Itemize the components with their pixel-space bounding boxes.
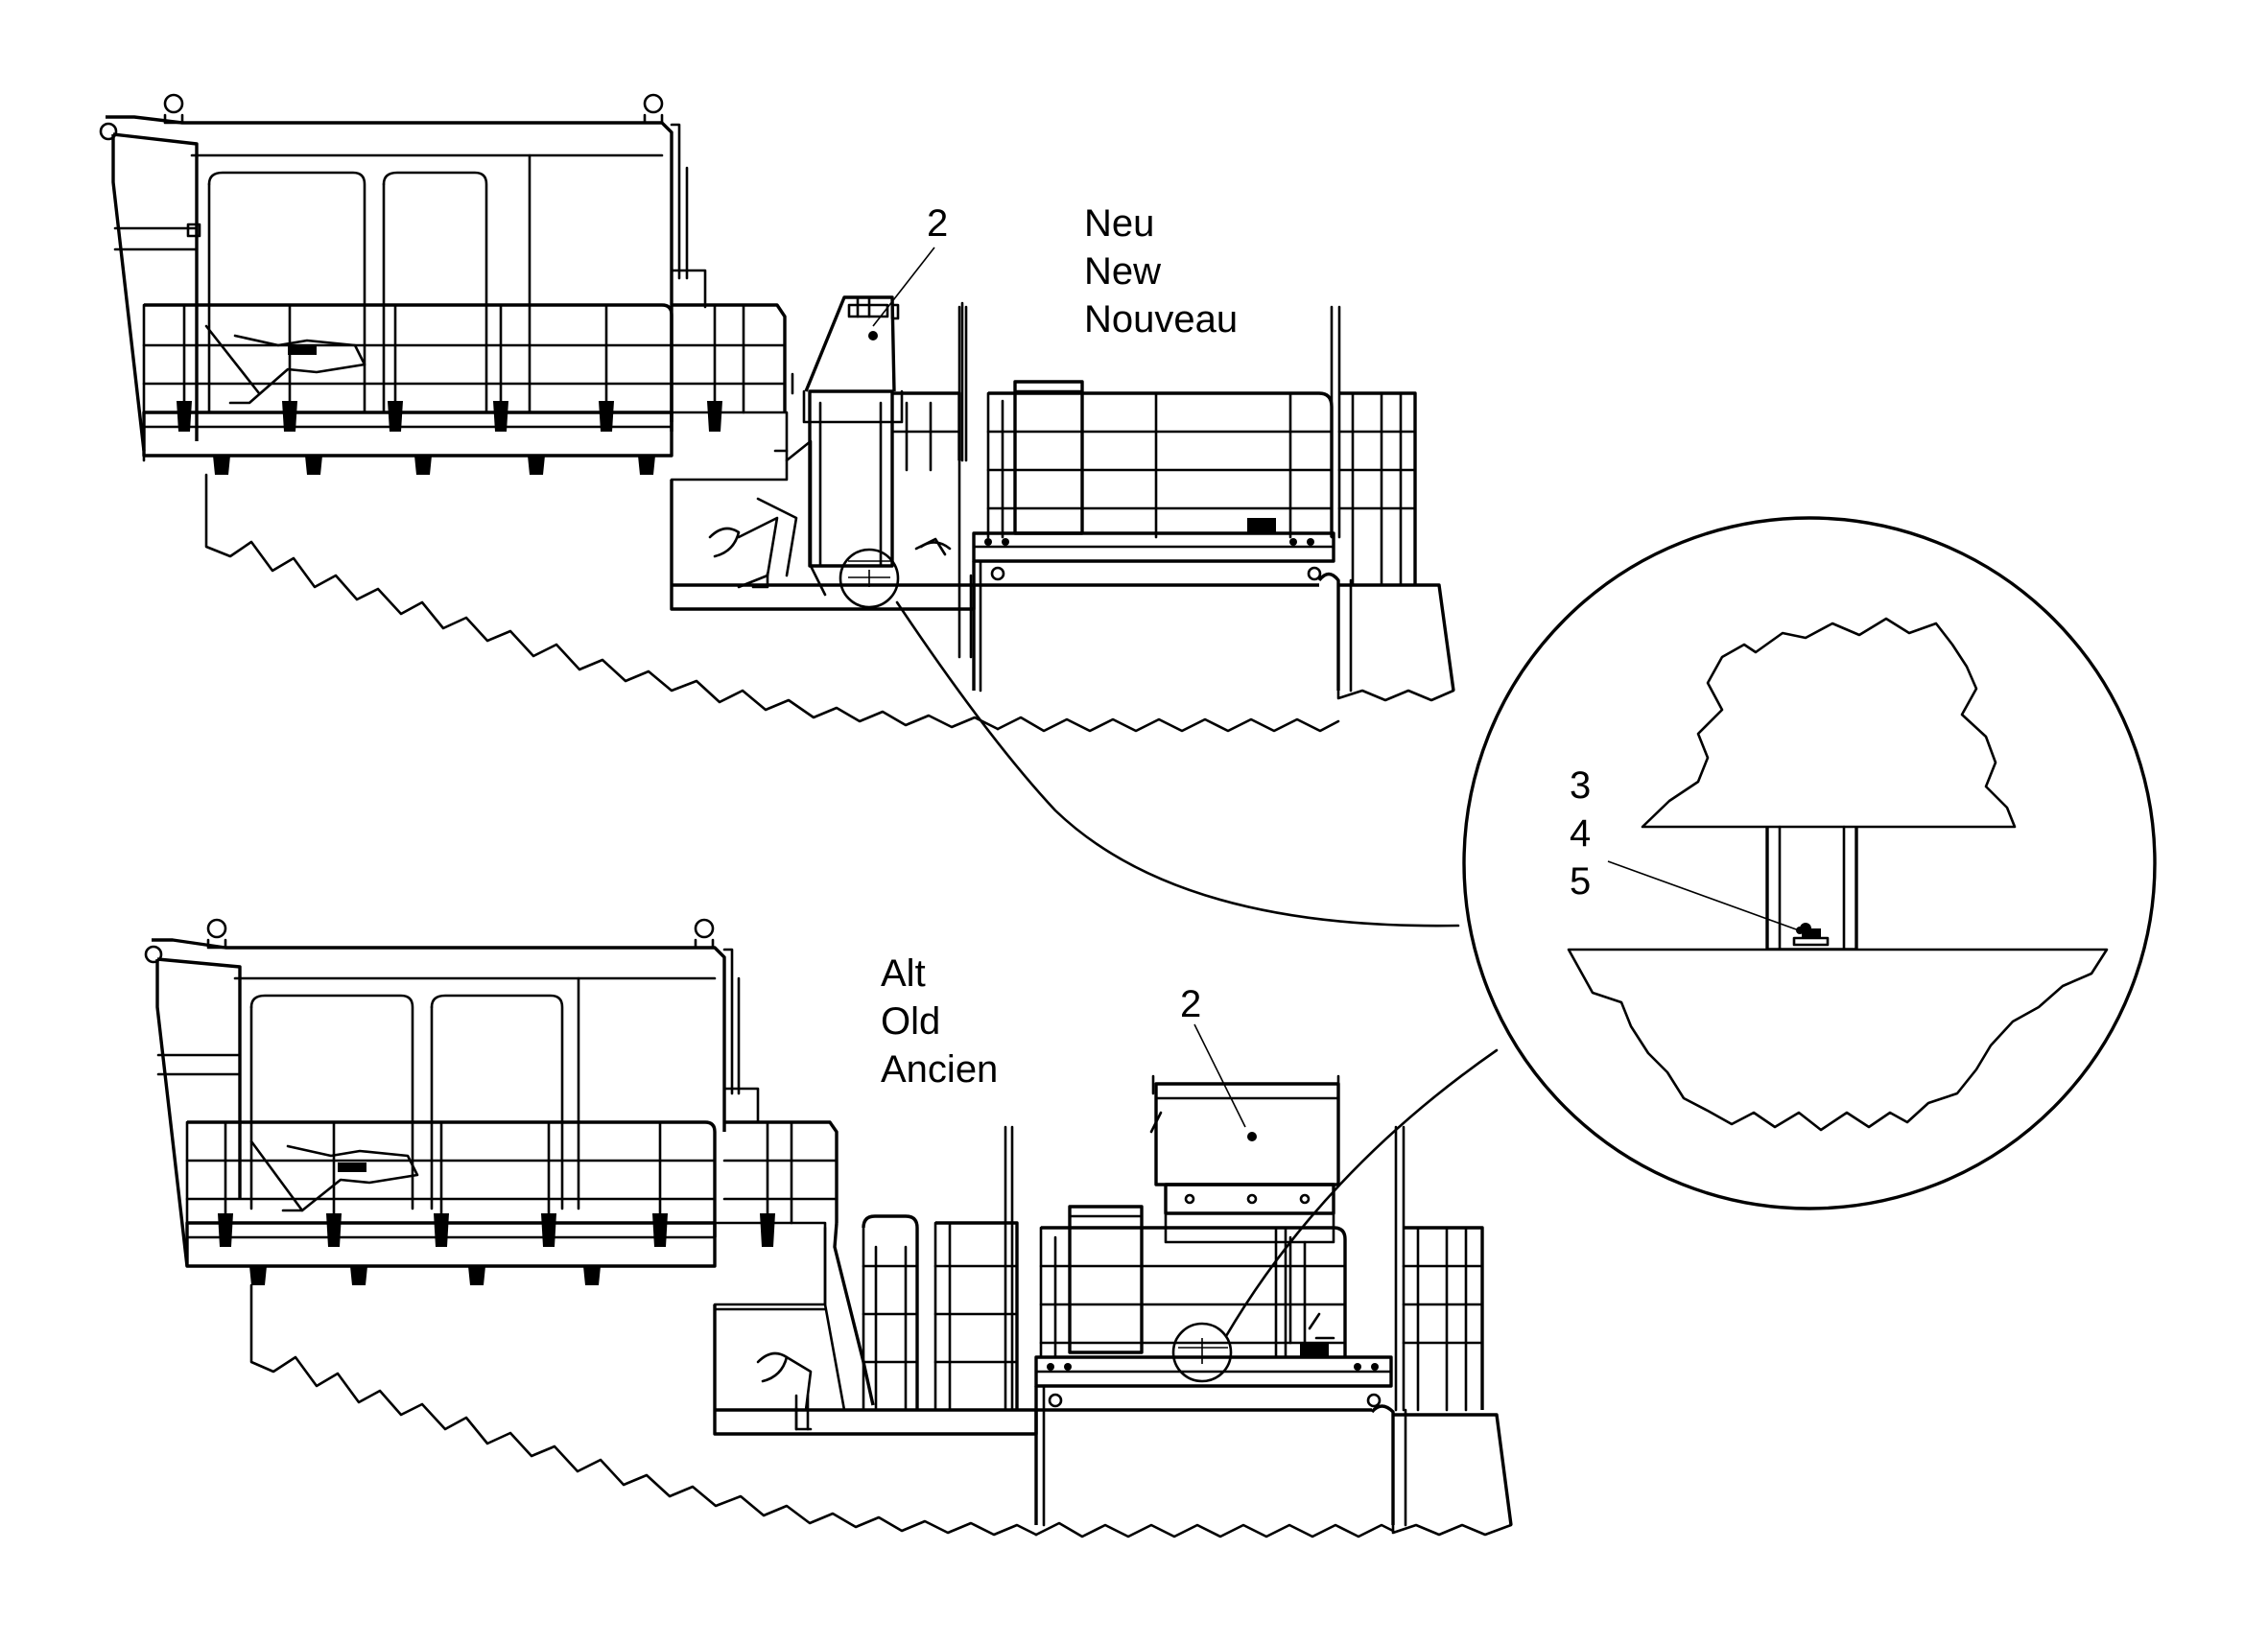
caption-new-en: New (1084, 250, 1161, 293)
caption-old-en: Old (881, 1000, 940, 1043)
caption-new-fr: Nouveau (1084, 298, 1238, 341)
callout-top: 2 (927, 202, 948, 245)
machine-old-drawing (144, 918, 1513, 1538)
detail-magnifier (839, 516, 2157, 1383)
detail-marker-top (839, 548, 900, 609)
caption-old-de: Alt (881, 952, 926, 995)
callout-detail-5: 5 (1570, 860, 1591, 903)
callout-leader-top (872, 247, 935, 327)
caption-old-fr: Ancien (881, 1048, 998, 1091)
callout-detail-4: 4 (1570, 812, 1591, 855)
callout-bottom: 2 (1180, 983, 1201, 1025)
callout-detail-3: 3 (1570, 764, 1591, 807)
detail-marker-bottom (1171, 1322, 1233, 1383)
machine-new-drawing (99, 93, 1455, 733)
caption-new-de: Neu (1084, 202, 1154, 245)
callout-leader-bottom (1193, 1023, 1246, 1128)
